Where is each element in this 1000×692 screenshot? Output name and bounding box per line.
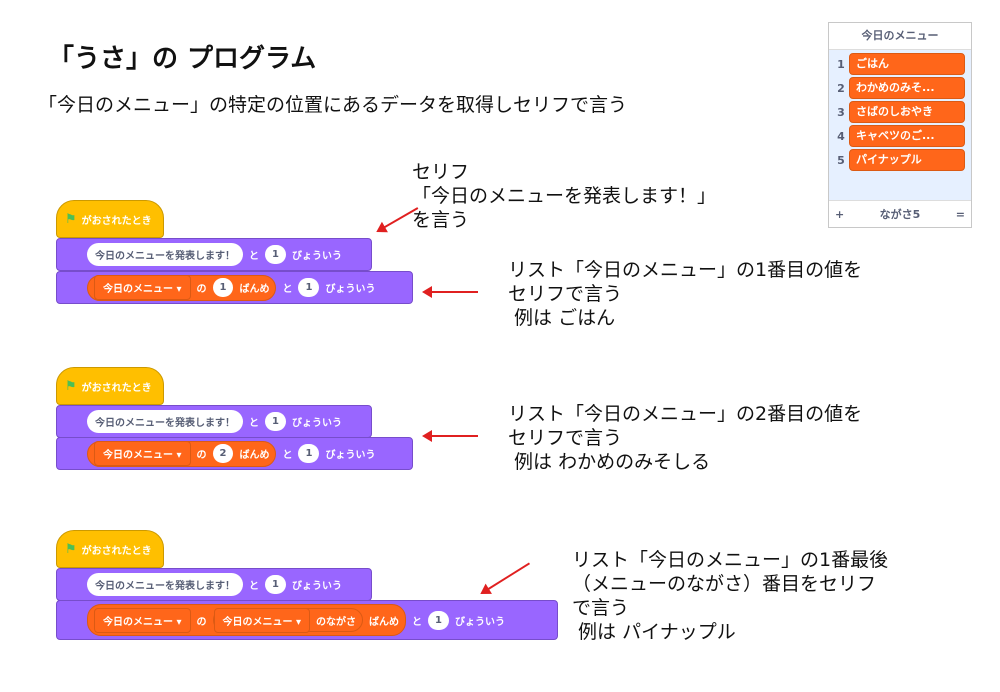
list-item[interactable]: 4 キャベツのご...: [833, 125, 965, 147]
list-dropdown[interactable]: 今日のメニュー ▾: [213, 607, 311, 633]
label: のながさ: [316, 616, 357, 628]
list-item[interactable]: 2 わかめのみそ...: [833, 77, 965, 99]
hat-label: がおされたとき: [81, 215, 152, 227]
item-of-list-reporter[interactable]: 今日のメニュー ▾ の今日のメニュー ▾ のながさばんめ: [87, 604, 407, 636]
list-value[interactable]: キャベツのご...: [849, 125, 965, 147]
secs-input[interactable]: 1: [265, 412, 286, 431]
red-arrow-icon: [422, 286, 478, 298]
green-flag-icon: ⚑: [65, 211, 77, 227]
list-item[interactable]: 5 パイナップル: [833, 149, 965, 171]
list-value[interactable]: パイナップル: [849, 149, 965, 171]
secs-input[interactable]: 1: [298, 444, 320, 463]
label: びょういう: [291, 418, 342, 429]
say-text-input[interactable]: 今日のメニューを発表します！: [87, 410, 243, 433]
note-item-2: リスト「今日のメニュー」の2番目の値を セリフで言う 例は わかめのみそしる: [508, 403, 863, 473]
list-index: 1: [837, 57, 845, 71]
list-length: ながさ5: [879, 208, 921, 221]
note-item-1: リスト「今日のメニュー」の1番目の値を セリフで言う 例は ごはん: [508, 259, 863, 329]
red-arrow-icon: [422, 430, 478, 442]
list-items: 1 ごはん 2 わかめのみそ... 3 さばのしおやき 4 キャベツのご... 5 パイナ…: [829, 53, 971, 171]
list-value[interactable]: ごはん: [849, 53, 965, 75]
secs-input[interactable]: 1: [265, 575, 286, 594]
list-name: 今日のメニュー: [103, 284, 173, 295]
label: びょういう: [325, 284, 376, 295]
list-index: 3: [837, 105, 845, 119]
label: ばんめ: [369, 616, 400, 628]
label: と: [249, 581, 259, 592]
list-index: 2: [837, 81, 845, 95]
label: と: [249, 418, 259, 429]
label: と: [412, 616, 423, 628]
say-text-input[interactable]: 今日のメニューを発表します！: [87, 573, 243, 596]
list-index: 5: [837, 153, 845, 167]
label: びょういう: [455, 616, 505, 628]
list-dropdown[interactable]: 今日のメニュー ▾: [94, 275, 191, 300]
list-item[interactable]: 3 さばのしおやき: [833, 101, 965, 123]
page-subtitle: 「今日のメニュー」の特定の位置にあるデータを取得しセリフで言う: [38, 94, 628, 116]
label: の: [196, 450, 207, 461]
list-value[interactable]: わかめのみそ...: [849, 77, 965, 99]
when-flag-clicked-block[interactable]: ⚑ がおされたとき: [56, 200, 164, 238]
list-dropdown[interactable]: 今日のメニュー ▾: [94, 607, 191, 633]
secs-input[interactable]: 1: [265, 245, 286, 264]
red-arrow-icon: [481, 562, 531, 594]
label: ばんめ: [239, 284, 270, 295]
list-dropdown[interactable]: 今日のメニュー ▾: [94, 441, 191, 466]
label: と: [282, 284, 293, 295]
label: と: [282, 450, 293, 461]
label: びょういう: [291, 251, 342, 262]
list-monitor[interactable]: 今日のメニュー 1 ごはん 2 わかめのみそ... 3 さばのしおやき 4 キャベツのご…: [828, 22, 972, 228]
list-value[interactable]: さばのしおやき: [849, 101, 965, 123]
hat-label: がおされたとき: [81, 545, 152, 557]
green-flag-icon: ⚑: [65, 541, 77, 557]
label: の: [196, 616, 207, 628]
secs-input[interactable]: 1: [428, 610, 449, 630]
resize-handle[interactable]: =: [955, 207, 965, 221]
label: びょういう: [325, 450, 376, 461]
hat-label: がおされたとき: [81, 382, 152, 394]
list-monitor-footer: + ながさ5 =: [829, 200, 971, 227]
label: ばんめ: [239, 450, 270, 461]
label: びょういう: [291, 581, 342, 592]
list-name: 今日のメニュー: [222, 616, 293, 628]
list-name: 今日のメニュー: [103, 450, 173, 461]
list-monitor-title: 今日のメニュー: [829, 23, 971, 50]
green-flag-icon: ⚑: [65, 378, 77, 394]
note-item-last: リスト「今日のメニュー」の1番最後 （メニューのながさ）番目をセリフ で言う 例…: [572, 549, 889, 643]
list-index: 4: [837, 129, 845, 143]
page-title: 「うさ」の プログラム: [48, 44, 317, 74]
label: の: [196, 284, 207, 295]
length-of-list-reporter[interactable]: 今日のメニュー ▾ のながさ: [212, 607, 364, 633]
label: と: [249, 251, 259, 262]
when-flag-clicked-block[interactable]: ⚑ がおされたとき: [56, 530, 164, 568]
note-say-text: セリフ 「今日のメニューを発表します！」 を言う: [412, 161, 717, 231]
secs-input[interactable]: 1: [298, 278, 320, 297]
when-flag-clicked-block[interactable]: ⚑ がおされたとき: [56, 367, 164, 405]
index-input[interactable]: 2: [212, 444, 234, 463]
add-item-button[interactable]: +: [835, 207, 845, 221]
index-input[interactable]: 1: [212, 278, 234, 297]
say-text-input[interactable]: 今日のメニューを発表します！: [87, 243, 243, 266]
list-name: 今日のメニュー: [103, 616, 173, 628]
list-item[interactable]: 1 ごはん: [833, 53, 965, 75]
